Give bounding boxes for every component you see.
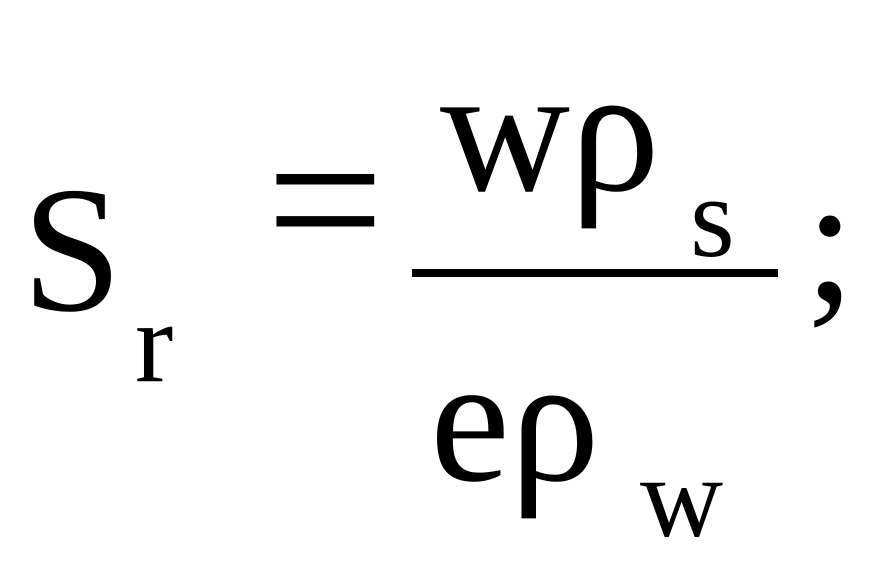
- equals-sign: =: [266, 84, 385, 316]
- lhs-subscript: r: [135, 279, 174, 406]
- lhs-symbol: S: [22, 150, 123, 349]
- denominator-symbols: eρ: [430, 320, 600, 519]
- denominator-subscript: w: [640, 434, 724, 561]
- numerator-symbols: wρ: [440, 30, 660, 229]
- fraction-bar: [412, 269, 778, 277]
- semicolon: ;: [805, 140, 856, 339]
- numerator-subscript: s: [690, 154, 735, 281]
